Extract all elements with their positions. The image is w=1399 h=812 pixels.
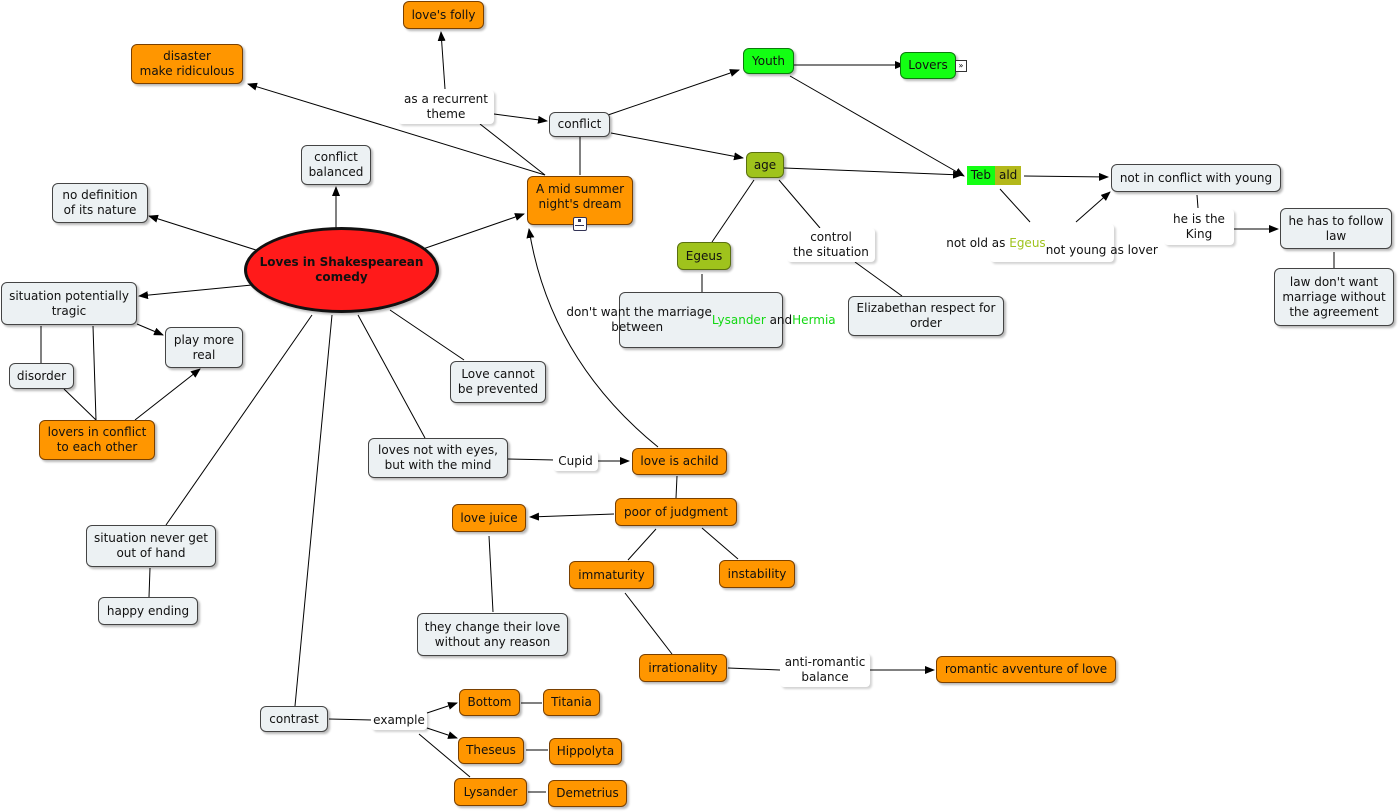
disaster-node[interactable]: disaster make ridiculous — [131, 44, 243, 84]
not-in-conflict-node[interactable]: not in conflict with young — [1111, 164, 1281, 192]
double-chevron-right-icon[interactable]: » — [955, 60, 967, 72]
and-text: and — [769, 312, 793, 327]
dont-want-marriage-node[interactable]: don't want the marriage between Lysander… — [566, 292, 836, 348]
tebald-teb: Teb — [966, 166, 995, 185]
youth-node[interactable]: Youth — [743, 48, 794, 74]
lysander-highlight: Lysander — [711, 312, 766, 327]
loves-not-with-eyes-node[interactable]: loves not with eyes, but with the mind — [368, 438, 508, 478]
not-old-label: not old as Egeus not young as lover — [946, 224, 1158, 262]
example-label: example — [371, 710, 427, 730]
central-topic-node[interactable]: Loves in Shakespearean comedy — [244, 227, 439, 313]
follow-law-node[interactable]: he has to follow law — [1280, 208, 1392, 249]
theseus-node[interactable]: Theseus — [458, 737, 524, 764]
hippolyta-node[interactable]: Hippolyta — [549, 738, 622, 765]
lovers-node[interactable]: Lovers — [900, 52, 956, 79]
disorder-node[interactable]: disorder — [9, 363, 74, 389]
situation-tragic-node[interactable]: situation potentially tragic — [1, 282, 137, 325]
conflict-balanced-node[interactable]: conflict balanced — [301, 145, 371, 185]
instability-node[interactable]: instability — [719, 560, 795, 588]
situation-never-out-of-hand-node[interactable]: situation never get out of hand — [86, 525, 216, 567]
king-label: he is the King — [1164, 209, 1234, 245]
immaturity-node[interactable]: immaturity — [569, 561, 654, 589]
poor-of-judgment-node[interactable]: poor of judgment — [615, 498, 737, 526]
age-node[interactable]: age — [746, 152, 784, 178]
they-change-their-love-node[interactable]: they change their love without any reaso… — [417, 613, 568, 656]
love-juice-node[interactable]: love juice — [452, 504, 526, 532]
no-definition-node[interactable]: no definition of its nature — [52, 183, 148, 223]
conflict-node[interactable]: conflict — [549, 112, 610, 137]
law-dont-want-node[interactable]: law don't want marriage without the agre… — [1274, 268, 1394, 326]
recurrent-theme-label: as a recurrent theme — [398, 90, 494, 124]
anti-romantic-label: anti-romantic balance — [780, 653, 870, 687]
love-is-a-child-node[interactable]: love is achild — [632, 448, 727, 475]
romantic-avventure-node[interactable]: romantic avventure of love — [936, 656, 1116, 683]
mid-summer-node[interactable]: A mid summer night's dream — [527, 176, 633, 225]
lovers-in-conflict-node[interactable]: lovers in conflict to each other — [39, 420, 155, 460]
hermia-highlight: Hermia — [792, 312, 836, 327]
irrationality-node[interactable]: irrationality — [639, 654, 727, 682]
titania-node[interactable]: Titania — [543, 689, 600, 716]
not-old-text: not old as — [946, 235, 1010, 250]
bottom-node[interactable]: Bottom — [459, 689, 520, 716]
concept-map-icon[interactable] — [573, 217, 587, 231]
loves-folly-node[interactable]: love's folly — [403, 1, 484, 29]
not-old-egeus: Egeus — [1009, 235, 1046, 250]
contrast-node[interactable]: contrast — [260, 706, 328, 732]
control-situation-label: control the situation — [787, 228, 875, 262]
elizabethan-node[interactable]: Elizabethan respect for order — [848, 296, 1004, 336]
play-more-real-node[interactable]: play more real — [165, 327, 243, 368]
not-young-text: not young as lover — [1045, 243, 1158, 257]
tebald-ald: ald — [994, 166, 1022, 185]
love-cannot-be-prevented-node[interactable]: Love cannot be prevented — [450, 361, 546, 403]
egeus-node[interactable]: Egeus — [677, 242, 731, 270]
lysander-node[interactable]: Lysander — [454, 778, 527, 806]
dont-want-text: don't want the marriage between — [566, 305, 712, 334]
cupid-label: Cupid — [553, 451, 598, 471]
happy-ending-node[interactable]: happy ending — [98, 597, 198, 625]
demetrius-node[interactable]: Demetrius — [548, 780, 627, 807]
